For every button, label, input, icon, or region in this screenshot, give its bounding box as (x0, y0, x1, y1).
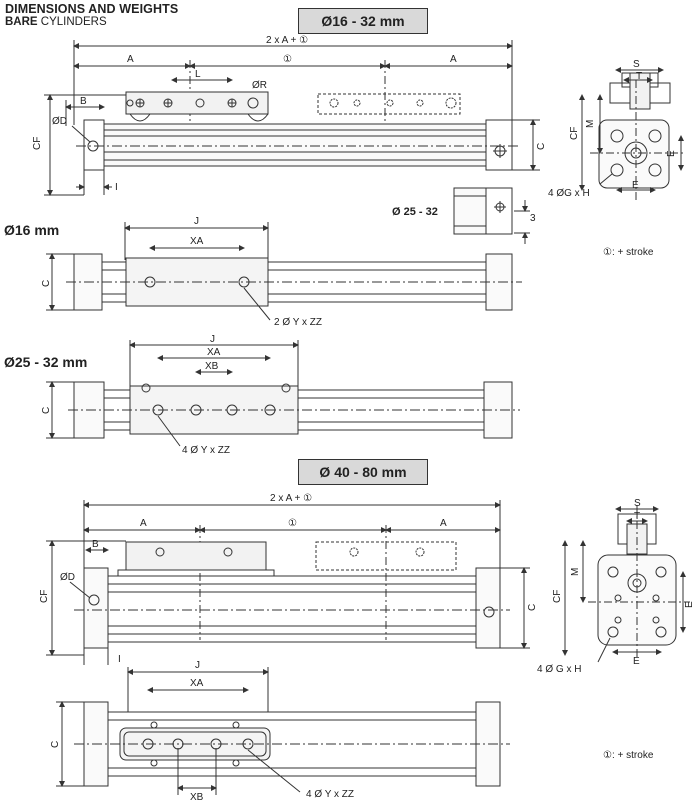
side-view-large (562, 505, 690, 663)
legend-symbol: ① (603, 247, 612, 258)
label-total-length-large: 2 x A + ① (270, 493, 312, 504)
label-s-small: S (633, 59, 640, 70)
range-badge-large: Ø 40 - 80 mm (298, 459, 428, 485)
side-view-small (579, 67, 684, 200)
label-m-small: M (585, 120, 596, 128)
front-view-large (46, 500, 530, 665)
label-xa-large: XA (190, 678, 204, 689)
label-xa-d25: XA (207, 347, 221, 358)
label-total-length-small: 2 x A + ① (266, 35, 308, 46)
label-three: 3 (530, 213, 536, 224)
label-y4-d25: 4 Ø Y x ZZ (182, 445, 230, 456)
label-b-small: B (80, 96, 87, 107)
label-cf-large: CF (39, 590, 50, 603)
label-c-d25: C (41, 407, 52, 414)
label-a-left-small: A (127, 54, 134, 65)
bottom-view-d16 (46, 222, 522, 321)
label-c-large: C (527, 604, 538, 611)
label-cf-side-small: CF (569, 127, 580, 140)
subtitle-rest: CYLINDERS (37, 16, 107, 28)
label-s-large: S (634, 498, 641, 509)
front-view-small (44, 40, 540, 196)
page-subtitle: BARE CYLINDERS (5, 16, 107, 28)
bottom-view-large (56, 667, 510, 795)
label-cf-small: CF (32, 137, 43, 150)
legend-text: : + stroke (612, 247, 654, 258)
label-r: ØR (252, 80, 267, 91)
label-j-d25: J (210, 334, 215, 345)
legend-bottom: ①: + stroke (603, 750, 654, 761)
label-j-d16: J (194, 216, 199, 227)
label-c-small: C (536, 143, 547, 150)
label-e-side-small: E (666, 150, 677, 157)
label-cf-side-large: CF (552, 590, 563, 603)
label-g-large: 4 Ø G x H (537, 664, 581, 675)
label-stroke-small: ① (283, 54, 292, 65)
label-y2: 2 Ø Y x ZZ (274, 317, 322, 328)
label-b-large: B (92, 539, 99, 550)
label-g-small: 4 ØG x H (548, 188, 590, 199)
label-a-right-large: A (440, 518, 447, 529)
label-c-large-bottom: C (50, 741, 61, 748)
label-d-small: ØD (52, 116, 67, 127)
label-j-large: J (195, 660, 200, 671)
section-title-d25-32: Ø25 - 32 mm (4, 354, 88, 370)
legend-symbol-bottom: ① (603, 750, 612, 761)
label-e-bottom-small: E (632, 180, 639, 191)
label-c-d16: C (41, 280, 52, 287)
label-variant-25-32: Ø 25 - 32 (392, 206, 438, 218)
label-e-side-large: E (684, 601, 695, 608)
label-a-left-large: A (140, 518, 147, 529)
legend-text-bottom: : + stroke (612, 750, 654, 761)
subtitle-bold: BARE (5, 16, 38, 28)
label-m-large: M (570, 568, 581, 576)
section-title-d16: Ø16 mm (4, 222, 60, 238)
label-e-bottom-large: E (633, 656, 640, 667)
range-badge-small: Ø16 - 32 mm (298, 8, 428, 34)
legend-top: ①: + stroke (603, 247, 654, 258)
label-t-small: T (636, 71, 642, 82)
bottom-view-d25-32 (46, 340, 520, 447)
label-d-large: ØD (60, 572, 75, 583)
label-xb-large: XB (190, 792, 204, 803)
page-title: DIMENSIONS AND WEIGHTS (5, 2, 179, 16)
label-xa-d16: XA (190, 236, 204, 247)
label-l: L (195, 69, 201, 80)
label-y4-large: 4 Ø Y x ZZ (306, 789, 354, 800)
label-i-large: I (118, 654, 121, 665)
label-stroke-large: ① (288, 518, 297, 529)
label-a-right-small: A (450, 54, 457, 65)
label-t-large: T (634, 511, 640, 522)
label-xb-d25: XB (205, 361, 219, 372)
label-i-small: I (115, 182, 118, 193)
variant-25-32-detail (453, 187, 530, 244)
